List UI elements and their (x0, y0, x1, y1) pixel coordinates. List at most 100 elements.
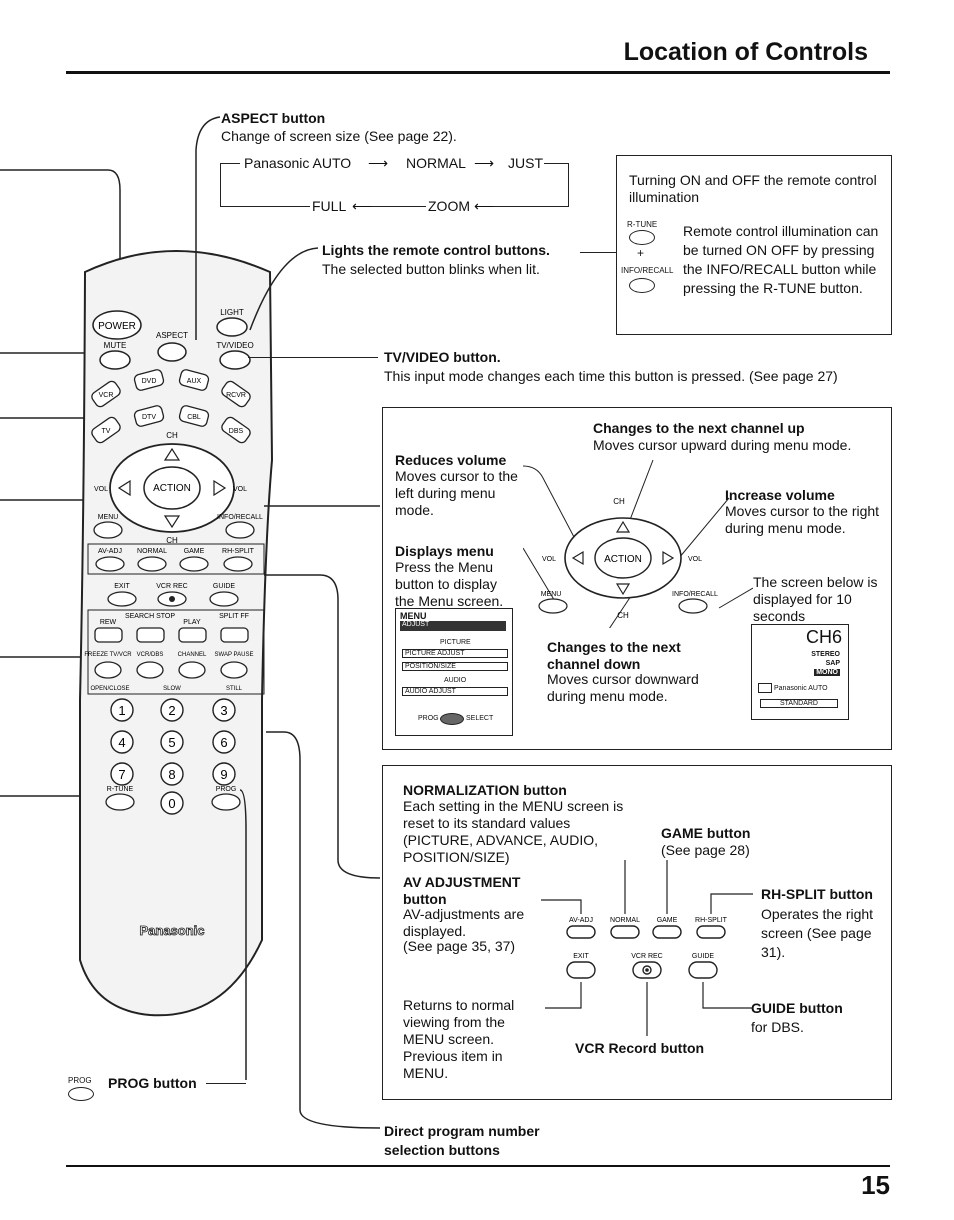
pad-menu-label: MENU (541, 591, 562, 598)
remote-openclose-label: OPEN/CLOSE (90, 686, 129, 692)
remote-freeze-label: FREEZE TV/VCR (84, 652, 132, 658)
rhsplit-desc: Operates the right screen (See page 31). (761, 906, 874, 960)
pad-ch-down-label: CH (617, 611, 629, 620)
osd-standard: STANDARD (760, 699, 838, 708)
guide-desc: for DBS. (751, 1019, 804, 1035)
remote-search-label: SEARCH STOP (125, 613, 175, 620)
lights-desc: The selected button blinks when lit. (322, 261, 540, 277)
game-desc: (See page 28) (661, 842, 750, 858)
avadj-pages: (See page 35, 37) (403, 938, 516, 954)
rtune-icon (629, 230, 655, 245)
menu-screen-tabs: ADJUST (400, 621, 506, 631)
remote-body (79, 250, 274, 1017)
remote-digit-9: 9 (220, 767, 227, 782)
remote-digit-3: 3 (220, 703, 227, 718)
remote-mode-dbs: DBS (229, 428, 244, 435)
rhsplit-title: RH-SPLIT button (761, 886, 873, 902)
aspect-arrow-1: ⟶ (368, 155, 389, 171)
illumination-info-box: Turning ON and OFF the remote control il… (616, 155, 892, 335)
aspect-mode-normal: NORMAL (406, 155, 466, 171)
remote-mute-label: MUTE (104, 341, 127, 350)
remote-mode-rcvr: RCVR (226, 392, 246, 399)
osd-aspect: Panasonic AUTO (774, 685, 828, 692)
aspect-title: ASPECT button (221, 110, 326, 126)
remote-rew-label: REW (100, 619, 117, 626)
remote-vcrrec-label: VCR REC (156, 583, 188, 590)
inforecall-icon (629, 278, 655, 293)
osd-sap: SAP (825, 660, 840, 667)
ch-down-desc: Moves cursor downward during menu mode. (547, 671, 699, 704)
avadj-title: AV ADJUSTMENT button (403, 874, 521, 907)
normalization-title: NORMALIZATION button (403, 782, 567, 798)
game-title: GAME button (661, 825, 751, 841)
av-buttons-info-box: NORMALIZATION button Each setting in the… (382, 765, 892, 1100)
menu-tab-adjust: ADJUST (402, 621, 430, 628)
pad-inforecall-label: INFO/RECALL (672, 591, 718, 598)
remote-ch-down-label: CH (166, 536, 178, 545)
remote-prog-label: PROG (216, 786, 237, 793)
av-label-guide: GUIDE (692, 953, 715, 960)
av-label-game: GAME (657, 917, 678, 924)
osd-channel: CH6 (805, 627, 842, 647)
header-rule (66, 71, 890, 74)
pad-ch-up-label: CH (613, 497, 625, 506)
aspect-mode-zoom: ZOOM (428, 198, 470, 214)
aspect-arrow-3: ⟵ (352, 198, 373, 214)
osd-thumbnail: CH6 STEREO SAP MONO Panasonic AUTO STAND… (751, 624, 849, 720)
aspect-cycle-diagram: Panasonic AUTO ⟶ NORMAL ⟶ JUST FULL ⟵ ZO… (220, 155, 572, 215)
av-label-avadj: AV-ADJ (569, 917, 593, 924)
plus-sign: + (637, 246, 645, 260)
menu-screen-picture-adjust: PICTURE ADJUST (402, 649, 508, 658)
aspect-desc: Change of screen size (See page 22). (221, 128, 457, 144)
av-label-rhsplit: RH-SPLIT (695, 917, 728, 924)
avadj-desc: AV-adjustments are displayed. (403, 906, 525, 939)
av-label-exit: EXIT (573, 953, 589, 960)
remote-mode-cbl: CBL (187, 414, 201, 421)
menu-screen-title: MENU (400, 611, 427, 621)
remote-vcrdbs-label: VCR/DBS (137, 652, 164, 658)
remote-digit-2: 2 (168, 703, 175, 718)
remote-play-label: PLAY (183, 619, 201, 626)
ch-up-title: Changes to the next channel up (593, 420, 805, 436)
aspect-mode-just: JUST (508, 155, 543, 171)
exit-desc: Returns to normal viewing from the MENU … (403, 997, 515, 1081)
remote-mode-dtv: DTV (142, 414, 156, 421)
vcrrec-title: VCR Record button (575, 1040, 705, 1056)
remote-mode-dvd: DVD (142, 378, 157, 385)
remote-tvvideo-label: TV/VIDEO (216, 341, 253, 350)
remote-mode-aux: AUX (187, 378, 202, 385)
menu-screen-audio: AUDIO (444, 677, 467, 684)
menu-screen-thumbnail: MENU ADJUST PICTURE PICTURE ADJUST POSIT… (395, 608, 513, 736)
remote-power-label: POWER (98, 321, 136, 332)
menu-screen-select: SELECT (466, 715, 494, 722)
vol-up-title: Increase volume (725, 487, 835, 503)
illumination-text: Remote control illumination can be turne… (683, 223, 879, 296)
menu-screen-prog: PROG (418, 715, 439, 722)
remote-split-label: SPLIT FF (219, 613, 249, 620)
av-leader-lines (240, 505, 381, 1129)
menu-screen-select-icon (440, 713, 464, 725)
pad-vol-right-label: VOL (688, 556, 702, 563)
menu-screen-audio-adjust: AUDIO ADJUST (402, 687, 508, 696)
remote-digit-8: 8 (168, 767, 175, 782)
inforecall-icon-label: INFO/RECALL (621, 266, 674, 275)
ch-up-desc: Moves cursor upward during menu mode. (593, 437, 852, 453)
remote-mode-vcr: VCR (99, 392, 114, 399)
footer-rule (66, 1165, 890, 1167)
remote-control-illustration: POWER ASPECT LIGHT MUTE TV/VIDEO VCR DVD… (0, 169, 274, 1017)
av-label-vcrrec: VCR REC (631, 953, 663, 960)
screen-desc: The screen below is displayed for 10 sec… (753, 574, 878, 624)
remote-guide-label: GUIDE (213, 583, 236, 590)
remote-ch-up-label: CH (166, 431, 178, 440)
av-label-normal: NORMAL (610, 917, 640, 924)
remote-swap-label: SWAP PAUSE (215, 652, 254, 658)
remote-avadj-label: AV-ADJ (98, 548, 122, 555)
vol-down-title: Reduces volume (395, 452, 507, 468)
remote-vol-left-label: VOL (94, 486, 108, 493)
rtune-icon-label: R-TUNE (627, 220, 658, 229)
lights-title: Lights the remote control buttons. (322, 242, 550, 258)
remote-vol-right-label: VOL (233, 486, 247, 493)
prog-title: PROG button (108, 1075, 197, 1091)
osd-aspect-icon (758, 683, 772, 693)
remote-still-label: STILL (226, 686, 243, 692)
